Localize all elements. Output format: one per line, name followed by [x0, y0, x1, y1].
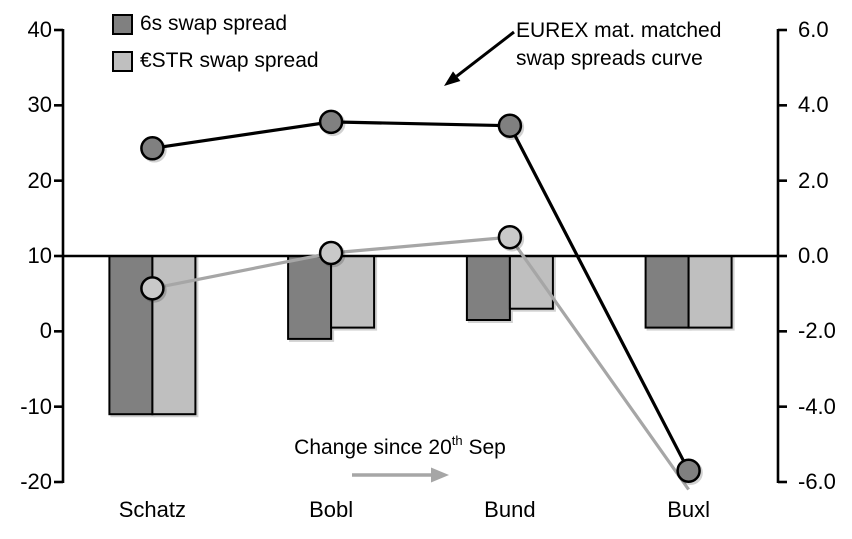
- bar-6s-bund: [465, 255, 511, 321]
- left-axis-tick-label: 0: [39, 318, 52, 344]
- curve-annotation: EUREX mat. matched swap spreads curve: [516, 17, 721, 73]
- curve-annotation-line2: swap spreads curve: [516, 47, 703, 70]
- marker-group-estr: [140, 224, 523, 301]
- category-label-bund: Bund: [484, 497, 536, 522]
- change-annotation-text: Change since 20: [294, 436, 452, 459]
- category-label-schatz: Schatz: [118, 497, 186, 522]
- right-axis-tick-label: -6.0: [798, 469, 836, 494]
- curve-annotation-arrowhead-icon: [444, 71, 461, 86]
- right-axis-tick-label: 2.0: [798, 167, 829, 193]
- legend: 6s swap spread €STR swap spread: [112, 10, 319, 84]
- curve-annotation-line1: EUREX mat. matched: [516, 19, 722, 42]
- marker-6s-buxl: [676, 458, 701, 483]
- right-axis-tick-label: -4.0: [798, 393, 836, 419]
- left-axis-tick-label: 40: [27, 17, 52, 42]
- left-axis-tick-label: -20: [20, 469, 52, 494]
- marker-estr-bund: [497, 224, 523, 250]
- change-annotation-ordinal: th: [451, 433, 463, 448]
- right-axis-tick-label: 4.0: [798, 92, 829, 118]
- change-annotation: Change since 20th Sep: [282, 433, 518, 460]
- curve-annotation-arrow: [455, 30, 515, 78]
- bar-estr-buxl: [687, 255, 733, 329]
- category-label-bobl: Bobl: [309, 497, 354, 522]
- marker-6s-bund: [497, 113, 523, 138]
- legend-item-estr: €STR swap spread: [112, 47, 319, 75]
- left-axis-tick-label: 20: [27, 167, 52, 193]
- legend-label-estr: €STR swap spread: [140, 49, 319, 72]
- left-axis-tick-label: 10: [27, 243, 52, 268]
- legend-swatch-6s-icon: [112, 13, 133, 35]
- legend-swatch-estr-icon: [112, 50, 133, 72]
- marker-group-6s: [140, 109, 701, 483]
- bar-6s-bobl: [287, 255, 333, 340]
- right-axis-tick-label: 6.0: [798, 17, 829, 42]
- change-annotation-suffix: Sep: [462, 436, 506, 459]
- bar-6s-buxl: [644, 255, 690, 329]
- line-6s: [152, 120, 691, 472]
- bar-estr-bobl: [330, 255, 376, 329]
- line-estr: [152, 235, 690, 491]
- marker-estr-schatz: [140, 276, 165, 301]
- change-arrowhead-icon: [431, 467, 449, 483]
- legend-item-6s: 6s swap spread: [112, 10, 319, 38]
- bar-estr-bund: [508, 255, 554, 310]
- left-axis-tick-label: -10: [20, 393, 52, 419]
- right-axis-tick-label: -2.0: [798, 318, 836, 344]
- left-axis-tick-label: 30: [27, 92, 52, 118]
- category-label-buxl: Buxl: [667, 497, 711, 522]
- marker-6s-bobl: [318, 109, 344, 135]
- marker-6s-schatz: [140, 136, 165, 161]
- legend-label-6s: 6s swap spread: [140, 12, 288, 35]
- marker-estr-bobl: [318, 240, 344, 266]
- right-axis-tick-label: 0.0: [798, 243, 829, 268]
